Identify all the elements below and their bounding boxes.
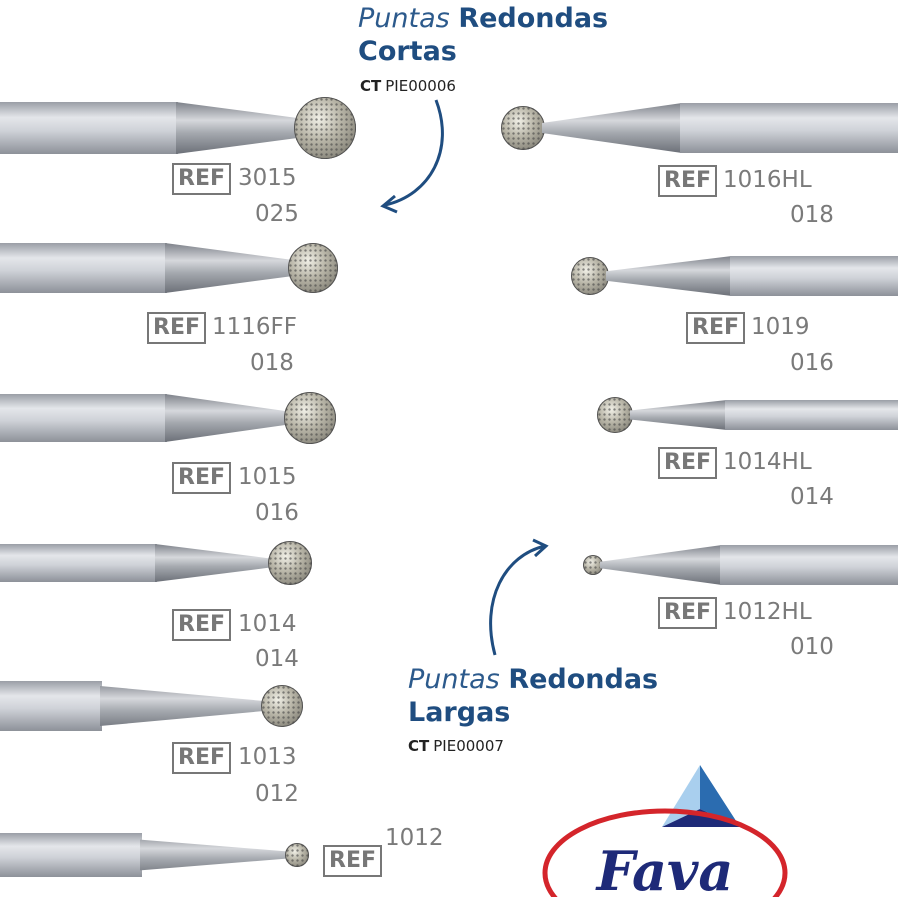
- ref-size: 014: [255, 646, 299, 672]
- ref-code: 1014: [238, 611, 297, 637]
- ref-badge: REF: [658, 597, 717, 629]
- ref-size: 012: [255, 781, 299, 807]
- ref-code: 1015: [238, 464, 297, 490]
- ref-code: 1012: [385, 825, 444, 851]
- ref-code: 1012HL: [723, 599, 812, 625]
- ref-code: 3015: [238, 165, 297, 191]
- ref-badge: REF: [658, 447, 717, 479]
- svg-text:Fava: Fava: [595, 839, 734, 897]
- ref-size: 016: [255, 500, 299, 526]
- bottom-heading-line2: Largas: [408, 697, 511, 728]
- ref-code: 1019: [751, 314, 810, 340]
- top-heading: Puntas Redondas: [358, 3, 609, 34]
- ref-badge: REF: [686, 312, 745, 344]
- top-heading-line2: Cortas: [358, 36, 457, 67]
- ref-code: 1016HL: [723, 167, 812, 193]
- ref-size: 014: [790, 484, 834, 510]
- ref-badge: REF: [172, 742, 231, 774]
- ref-badge: REF: [172, 163, 231, 195]
- ref-badge: REF: [172, 462, 231, 494]
- ref-code: 1116FF: [212, 314, 297, 340]
- ref-size: 016: [790, 350, 834, 376]
- arrow-icon: [489, 538, 549, 656]
- ref-size: 018: [790, 202, 834, 228]
- ref-badge: REF: [658, 165, 717, 197]
- ref-code: 1013: [238, 744, 297, 770]
- arrow-icon: [380, 99, 444, 214]
- ref-badge: REF: [172, 609, 231, 641]
- bottom-heading: Puntas Redondas: [408, 664, 659, 695]
- ref-size: 025: [255, 201, 299, 227]
- ref-badge: REF: [323, 845, 382, 877]
- ref-size: 010: [790, 634, 834, 660]
- ref-code: 1014HL: [723, 449, 812, 475]
- fava-logo: Fava: [542, 765, 788, 897]
- ref-size: 018: [250, 350, 294, 376]
- ref-badge: REF: [147, 312, 206, 344]
